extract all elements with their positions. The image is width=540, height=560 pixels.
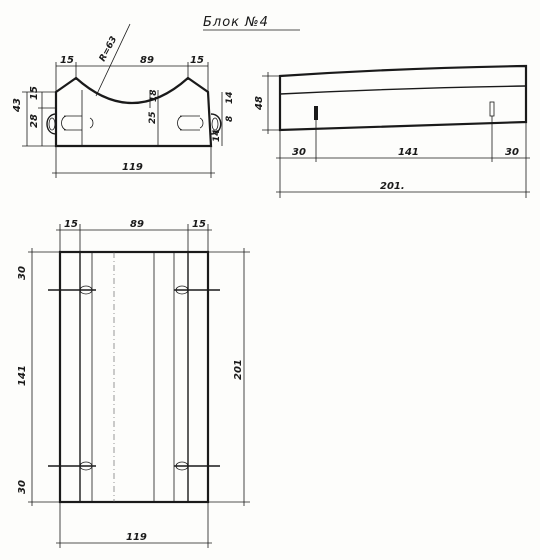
drawing-title: Блок №4 xyxy=(203,15,269,30)
front-right-slot xyxy=(177,115,200,131)
front-left-lug-hole xyxy=(48,117,56,131)
plan-dim-30-top: 30 xyxy=(17,266,28,280)
plan-bolt-top-left-head xyxy=(79,285,93,295)
front-dim-28: 28 xyxy=(29,114,40,128)
plan-bolt-bottom-left-head xyxy=(79,461,93,471)
front-dim-radius: R=63 xyxy=(98,35,120,64)
plan-dim-119: 119 xyxy=(126,532,147,543)
front-dim-right-15: 15 xyxy=(190,55,204,66)
front-dim-top-89: 89 xyxy=(140,55,154,66)
plan-dim-201: 201 xyxy=(233,359,244,380)
front-right-slot-hook xyxy=(199,117,204,129)
side-dim-48: 48 xyxy=(254,96,265,111)
radius-leader xyxy=(95,23,131,97)
side-view-bolt-right xyxy=(489,101,495,117)
front-right-lug-hole xyxy=(211,117,219,131)
plan-dim-89: 89 xyxy=(130,219,144,230)
plan-view: 15 89 15 30 141 30 201 119 xyxy=(17,219,250,548)
front-left-slot xyxy=(61,115,82,131)
front-dim-43: 43 xyxy=(12,98,23,113)
side-view-bolt-left xyxy=(314,106,318,120)
front-view-body xyxy=(54,76,213,148)
front-dim-left-15: 15 xyxy=(60,55,74,66)
front-dim-14-bottom: 14 xyxy=(212,129,222,142)
plan-dim-141: 141 xyxy=(17,365,28,386)
front-dim-119: 119 xyxy=(122,162,143,173)
side-dim-141: 141 xyxy=(398,147,419,158)
side-view: 48 30 141 30 201. xyxy=(254,64,530,198)
plan-dim-30-bottom: 30 xyxy=(17,480,28,494)
side-dim-201: 201. xyxy=(380,181,405,192)
front-view: 15 89 15 R=63 43 15 28 18 25 14 8 14 119 xyxy=(12,23,235,178)
front-dim-15-vert: 15 xyxy=(29,86,40,100)
side-view-body xyxy=(278,64,528,132)
plan-bolt-bottom-right-head xyxy=(175,461,189,471)
side-dim-30-left: 30 xyxy=(292,147,306,158)
side-dim-30-right: 30 xyxy=(505,147,519,158)
plan-view-body xyxy=(58,250,210,504)
plan-bolt-top-right-head xyxy=(175,285,189,295)
front-left-lug xyxy=(46,113,57,135)
front-dim-18: 18 xyxy=(149,89,159,102)
front-dim-25: 25 xyxy=(148,111,158,124)
front-left-slot-hook xyxy=(89,117,94,129)
plan-dim-15-right: 15 xyxy=(192,219,206,230)
front-dim-8: 8 xyxy=(225,116,235,122)
front-right-lug xyxy=(210,113,222,135)
plan-dim-15-left: 15 xyxy=(64,219,78,230)
side-view-top-line xyxy=(279,85,527,95)
front-dim-14-top: 14 xyxy=(225,91,235,104)
